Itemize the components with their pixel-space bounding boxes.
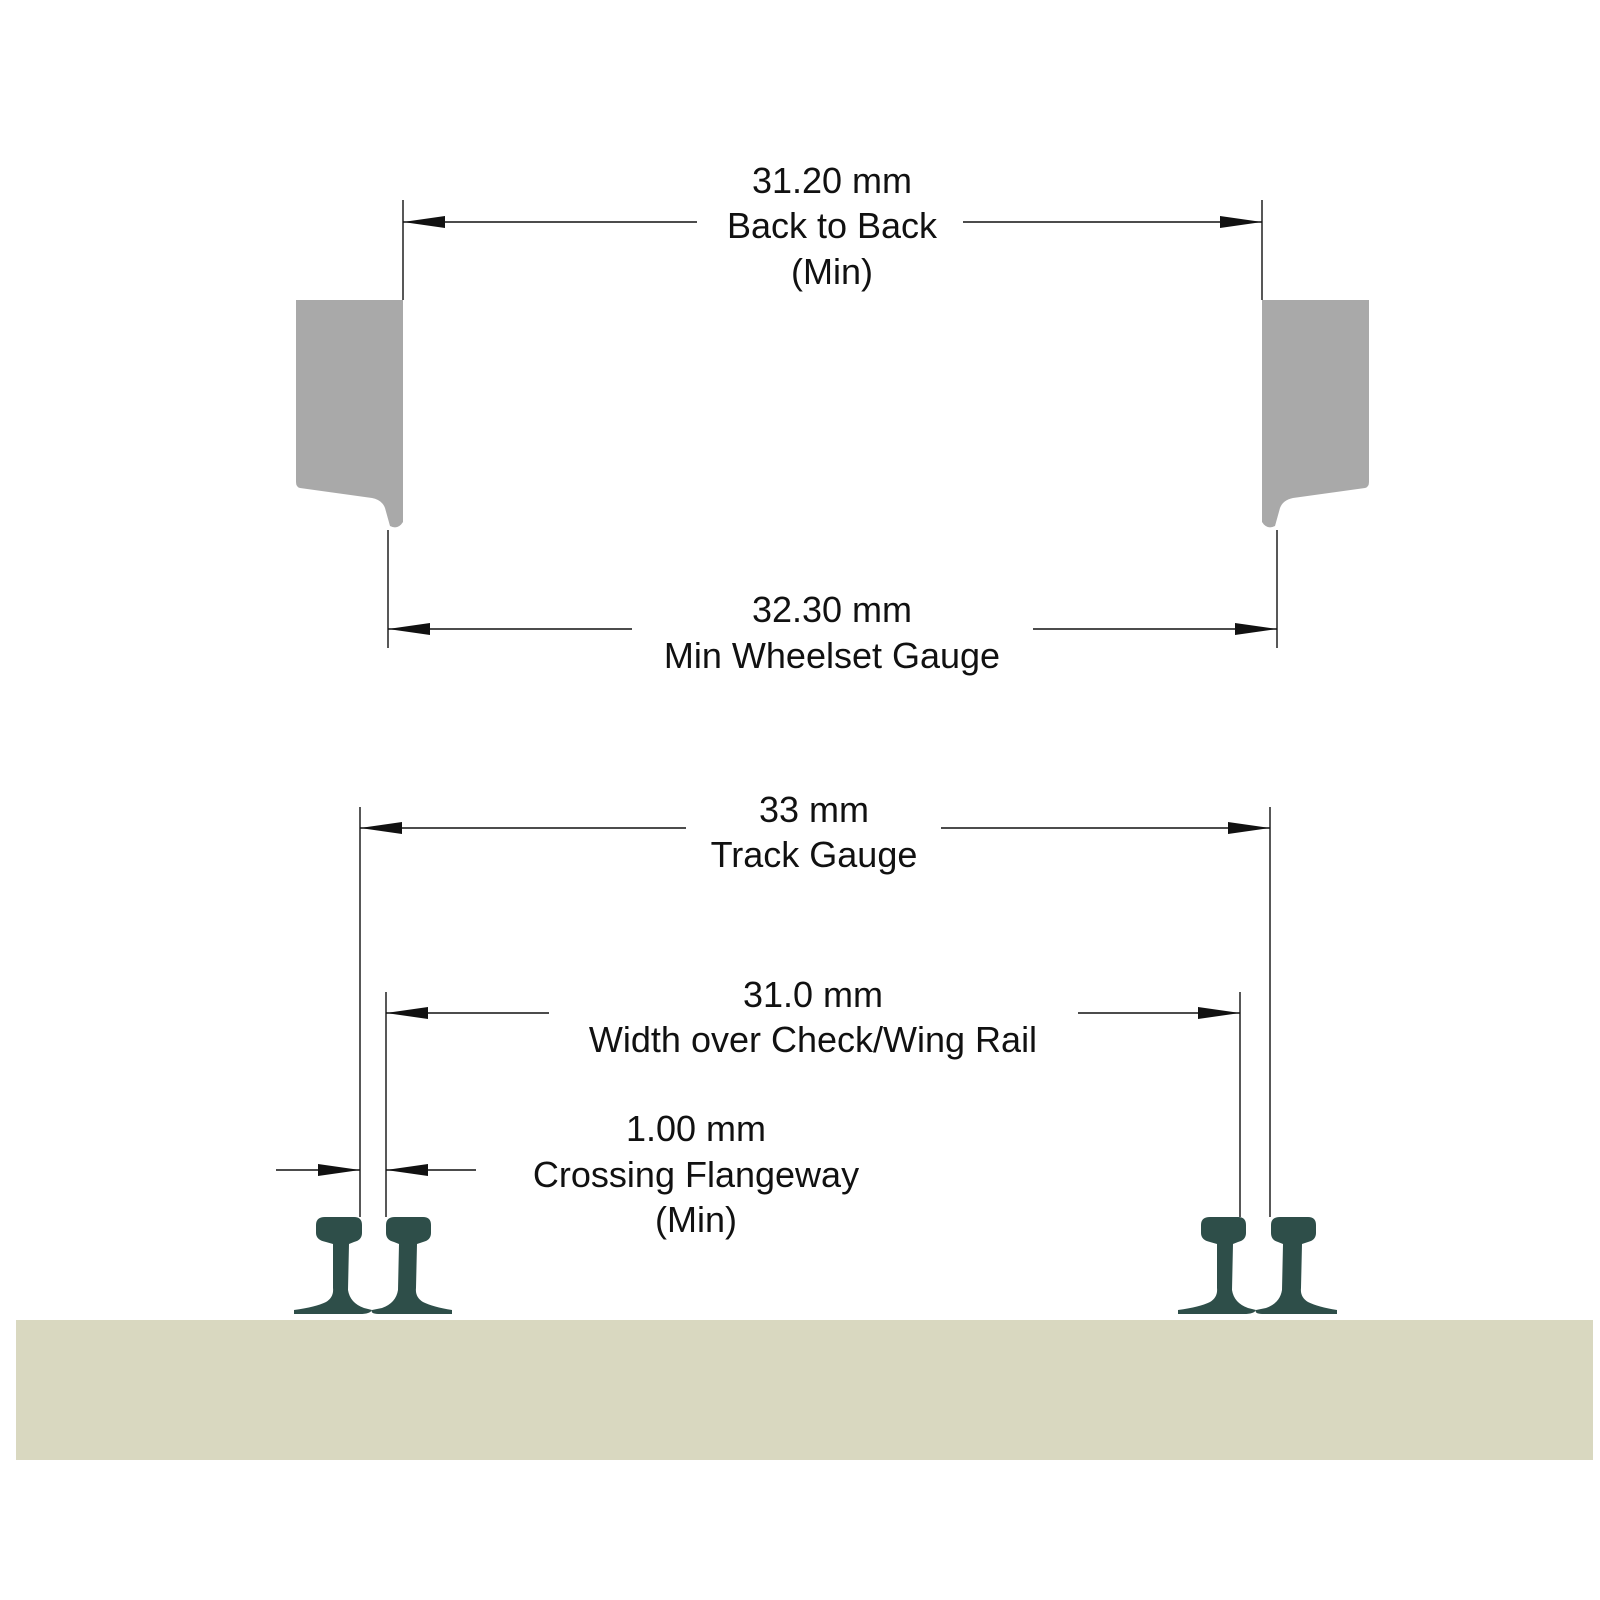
wheelset-gauge-dimension: 32.30 mm Min Wheelset Gauge <box>387 530 1278 676</box>
back-to-back-dimension: 31.20 mm Back to Back (Min) <box>402 160 1263 300</box>
arrowhead <box>386 1007 428 1019</box>
left-check-rail <box>371 1217 452 1314</box>
dimension-label: Width over Check/Wing Rail <box>589 1019 1037 1060</box>
dimension-value: 31.0 mm <box>743 974 883 1015</box>
left-wheel-profile <box>296 300 403 528</box>
dimension-value: 32.30 mm <box>752 589 912 630</box>
dimension-value: 1.00 mm <box>626 1108 766 1149</box>
right-stock-rail <box>1255 1217 1337 1314</box>
dimension-value: 33 mm <box>759 789 869 830</box>
arrowhead <box>388 623 430 635</box>
dimension-label: Crossing Flangeway <box>533 1154 859 1195</box>
rail-group-left <box>294 1217 452 1314</box>
arrowhead <box>1198 1007 1240 1019</box>
arrowhead <box>360 822 402 834</box>
dimension-label: Back to Back <box>727 205 938 246</box>
flangeway-dimension: 1.00 mm Crossing Flangeway (Min) <box>276 1108 859 1240</box>
left-stock-rail <box>294 1217 372 1314</box>
right-check-rail <box>1178 1217 1256 1314</box>
dimension-qualifier: (Min) <box>655 1199 737 1240</box>
dimension-label: Track Gauge <box>711 834 918 875</box>
wheelset <box>296 300 1369 528</box>
dimension-label: Min Wheelset Gauge <box>664 635 1000 676</box>
dimension-qualifier: (Min) <box>791 251 873 292</box>
rail-group-right <box>1178 1217 1337 1314</box>
arrowhead <box>1228 822 1270 834</box>
dimension-value: 31.20 mm <box>752 160 912 201</box>
arrowhead <box>386 1164 428 1176</box>
arrowhead <box>403 216 445 228</box>
track-gauge-dimension: 33 mm Track Gauge <box>359 789 1271 1217</box>
arrowhead <box>1220 216 1262 228</box>
arrowhead <box>1235 623 1277 635</box>
ballast-base <box>16 1320 1593 1460</box>
arrowhead <box>318 1164 360 1176</box>
right-wheel-profile <box>1262 300 1369 528</box>
check-wing-dimension: 31.0 mm Width over Check/Wing Rail <box>385 974 1241 1217</box>
